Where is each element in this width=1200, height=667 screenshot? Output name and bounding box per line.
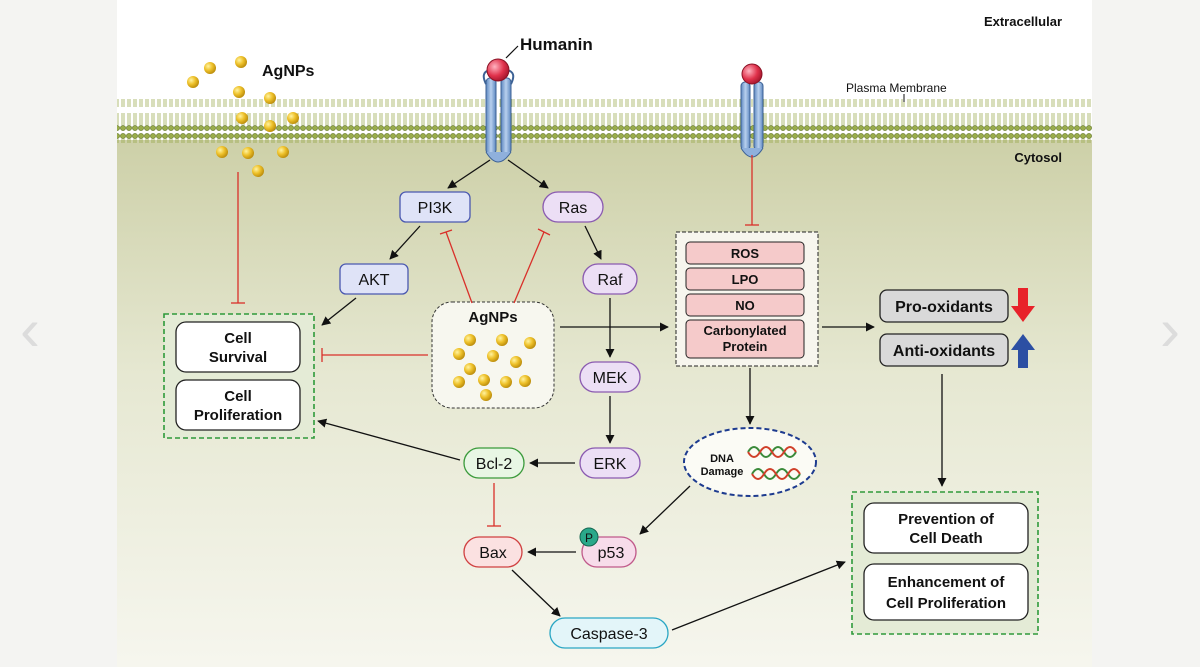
bcl2-node (463, 447, 525, 479)
next-slide-icon[interactable]: › (1160, 296, 1180, 363)
pro-oxidants-box (879, 289, 1009, 323)
ros-marker (685, 241, 805, 265)
plasma-membrane-label: Plasma Membrane (846, 81, 947, 95)
dna-damage-ring (683, 427, 817, 497)
arrow-humanin-to-pi3k (447, 159, 491, 189)
agnps-extracellular-label: AgNPs (262, 63, 315, 80)
ras-node (542, 191, 604, 223)
pi3k-node (399, 191, 471, 223)
raf-label: Raf (598, 272, 623, 289)
no-marker (685, 293, 805, 317)
plasma-membrane (117, 99, 1092, 143)
mek-node (579, 361, 641, 393)
cell-proliferation-box (175, 379, 301, 431)
akt-node (339, 263, 409, 295)
nanoparticle-cluster-outside (187, 56, 299, 177)
raf-node (582, 263, 638, 295)
anti-oxidants-label: Anti-oxidants (893, 343, 995, 360)
p53-label: p53 (598, 545, 625, 562)
carbonylated-protein-marker (685, 319, 805, 359)
carbonylated-protein-line1: Carbonylated (703, 323, 786, 338)
prev-slide-icon[interactable]: ‹ (20, 296, 40, 363)
prevention-line2: Cell Death (909, 530, 982, 547)
bcl2-label: Bcl-2 (476, 456, 513, 473)
ras-label: Ras (559, 200, 587, 217)
cytosol-label: Cytosol (1014, 150, 1062, 165)
humanin-pointer (505, 45, 519, 59)
carbonylated-protein-line2: Protein (723, 339, 768, 354)
cell-proliferation-line1: Cell (224, 388, 252, 405)
erk-label: ERK (594, 456, 627, 473)
mek-label: MEK (593, 370, 628, 387)
lpo-label: LPO (732, 272, 759, 287)
pi3k-label: PI3K (418, 200, 453, 217)
ros-label: ROS (731, 246, 760, 261)
anti-oxidants-box (879, 333, 1009, 367)
caspase3-node (549, 617, 669, 649)
enhancement-line2: Cell Proliferation (886, 595, 1006, 612)
prevention-line1: Prevention of (898, 511, 995, 528)
activation-arrows (317, 225, 947, 631)
dna-helix-icon (747, 446, 801, 480)
agnps-central-label: AgNPs (468, 309, 517, 326)
phospho-badge (579, 527, 599, 547)
bax-label: Bax (479, 545, 507, 562)
arrow-humanin-to-ras (507, 159, 549, 189)
damage-label: Damage (701, 466, 744, 478)
up-arrow-icon (1011, 334, 1035, 368)
cell-survival-line2: Survival (209, 349, 267, 366)
humanin-label: Humanin (520, 35, 593, 54)
akt-label: AKT (358, 272, 389, 289)
bax-node (463, 536, 523, 568)
down-arrow-icon (1011, 288, 1035, 322)
no-label: NO (735, 298, 755, 313)
erk-node (579, 447, 641, 479)
cell-survival-line1: Cell (224, 330, 252, 347)
inhibition-lines (231, 155, 759, 527)
phospho-label: P (585, 531, 593, 545)
extracellular-label: Extracellular (984, 14, 1062, 29)
p53-node (581, 536, 637, 568)
pro-oxidants-label: Pro-oxidants (895, 299, 993, 316)
cell-proliferation-line2: Proliferation (194, 407, 282, 424)
humanin-receptor (482, 58, 515, 163)
humanin-receptor-right (740, 63, 764, 158)
caspase3-label: Caspase-3 (570, 626, 647, 643)
lpo-marker (685, 267, 805, 291)
nanoparticle-cluster-central (453, 334, 536, 401)
cell-survival-box (175, 321, 301, 373)
enhancement-line1: Enhancement of (888, 574, 1006, 591)
prevention-box (863, 502, 1029, 554)
enhancement-box (863, 563, 1029, 621)
dna-label: DNA (710, 453, 734, 465)
